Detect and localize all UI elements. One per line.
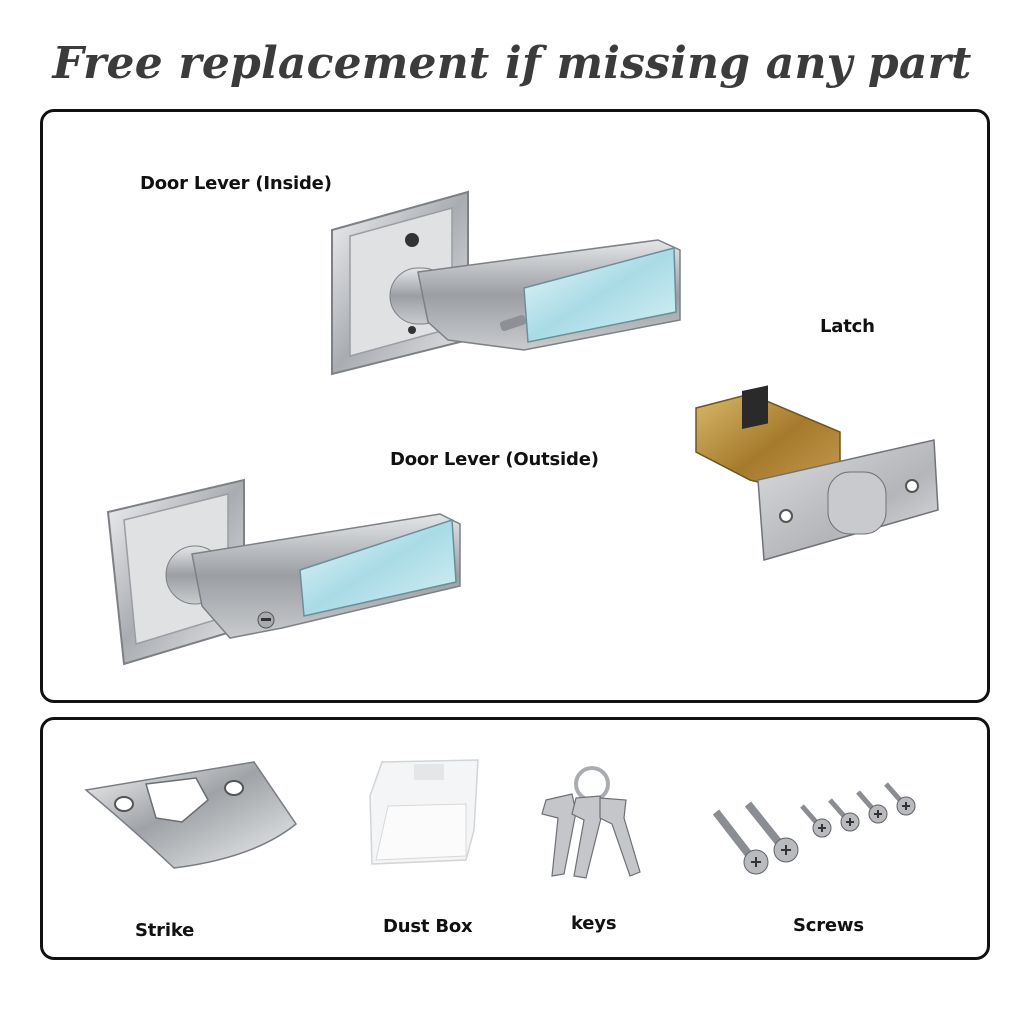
latch-image xyxy=(695,385,939,561)
screws-image xyxy=(712,782,916,875)
door-lever-outside-image xyxy=(106,478,461,666)
dust-box-image xyxy=(369,759,479,865)
dust-box-label: Dust Box xyxy=(383,916,473,937)
keys-label: keys xyxy=(571,913,617,934)
strike-label: Strike xyxy=(135,920,195,941)
keys-image xyxy=(541,766,641,879)
lever-outside-label: Door Lever (Outside) xyxy=(390,449,599,470)
lever-inside-label: Door Lever (Inside) xyxy=(140,173,332,194)
strike-plate-image xyxy=(84,761,298,869)
screws-label: Screws xyxy=(793,915,864,936)
door-lever-inside-image xyxy=(331,190,681,376)
latch-label: Latch xyxy=(820,316,875,337)
headline: Free replacement if missing any part xyxy=(52,38,972,89)
